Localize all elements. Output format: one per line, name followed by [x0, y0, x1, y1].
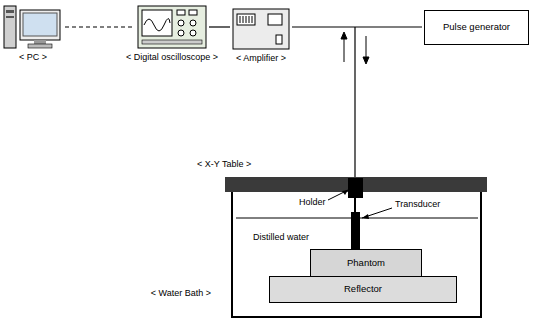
oscilloscope-icon — [137, 5, 207, 49]
icon-holder — [137, 5, 207, 49]
box-label: Reflector — [344, 284, 382, 294]
signal-wire — [292, 27, 422, 28]
part-label: Transducer — [394, 200, 441, 210]
part-label: < X-Y Table > — [196, 160, 252, 170]
part-label: Distilled water — [252, 233, 310, 243]
phantom-block: Phantom — [310, 249, 422, 277]
signal-wire — [354, 27, 355, 180]
amplifier-icon — [232, 8, 290, 50]
box-label: Phantom — [347, 258, 385, 268]
holder-rod — [354, 198, 356, 214]
amplifier-icon: < Amplifier > — [232, 8, 290, 50]
dashed-link — [65, 27, 135, 28]
leader-head — [362, 214, 369, 219]
icon-holder — [3, 5, 63, 49]
device-label: < PC > — [19, 53, 47, 63]
transducer-body — [351, 212, 360, 250]
icon-holder — [232, 8, 290, 50]
pc-icon: < PC > — [3, 5, 63, 49]
leader-line — [362, 208, 392, 218]
signal-wire — [209, 27, 230, 28]
oscilloscope-icon: < Digital oscilloscope > — [137, 5, 207, 49]
process-box: Pulse generator — [424, 10, 529, 45]
holder-block — [348, 178, 363, 198]
reflector-block: Reflector — [269, 276, 457, 303]
device-label: < Water Bath > — [151, 289, 211, 299]
device-label: < Digital oscilloscope > — [126, 53, 218, 63]
signal-arrows — [341, 32, 369, 64]
pc-icon — [3, 5, 63, 49]
device-label: < Amplifier > — [236, 54, 286, 64]
leader-head — [342, 190, 348, 195]
part-label: Holder — [298, 198, 327, 208]
box-label: Pulse generator — [443, 22, 510, 32]
water-bath: < Water Bath >PhantomReflector — [231, 192, 482, 318]
